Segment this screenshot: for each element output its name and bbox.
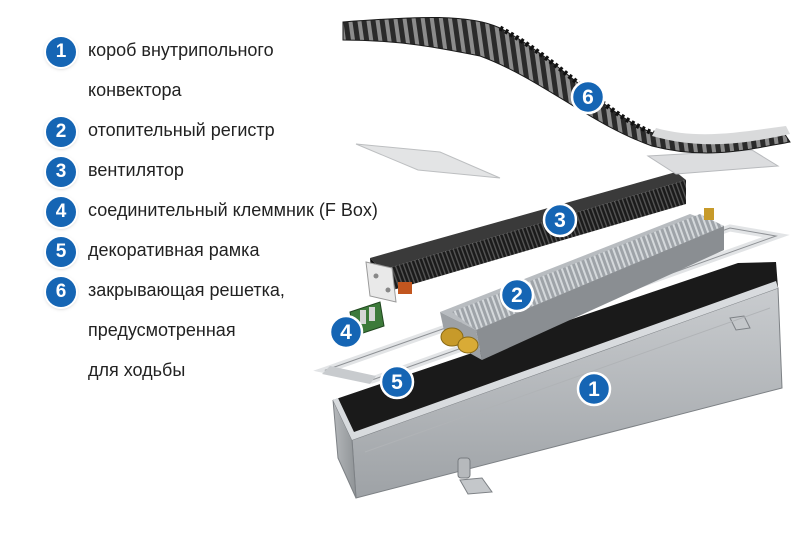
cover-plates: [355, 143, 780, 179]
legend-badge: 6: [46, 277, 76, 307]
grille-part: [342, 16, 791, 154]
legend-label: короб внутрипольного: [88, 40, 274, 60]
legend-label: закрывающая решетка,: [88, 280, 285, 300]
trough-part: [332, 262, 783, 499]
svg-text:3: 3: [554, 209, 566, 232]
svg-text:5: 5: [391, 371, 403, 394]
svg-text:1: 1: [588, 378, 600, 401]
legend-badge: 1: [46, 37, 76, 67]
svg-text:6: 6: [582, 86, 594, 109]
legend-label: соединительный клеммник (F Box): [88, 200, 378, 220]
legend-label: декоративная рамка: [88, 240, 260, 260]
legend-badge: 4: [46, 197, 76, 227]
callout-badge-3: 3: [542, 202, 578, 238]
legend-badge: 2: [46, 117, 76, 147]
svg-text:4: 4: [340, 321, 352, 344]
legend-label: отопительный регистр: [88, 120, 275, 140]
legend-badge: 3: [46, 157, 76, 187]
callout-badge-6: 6: [570, 79, 606, 115]
callout-badge-4: 4: [328, 314, 364, 350]
fan-part: [365, 172, 686, 303]
svg-text:2: 2: [511, 284, 523, 307]
legend-label: конвектора: [88, 80, 182, 100]
callout-badge-2: 2: [499, 277, 535, 313]
legend-label: вентилятор: [88, 160, 184, 180]
legend-label: предусмотренная: [88, 320, 236, 340]
legend-label: для ходьбы: [88, 360, 186, 380]
callout-badge-5: 5: [379, 364, 415, 400]
legend-badge: 5: [46, 237, 76, 267]
callout-badge-1: 1: [576, 371, 612, 407]
